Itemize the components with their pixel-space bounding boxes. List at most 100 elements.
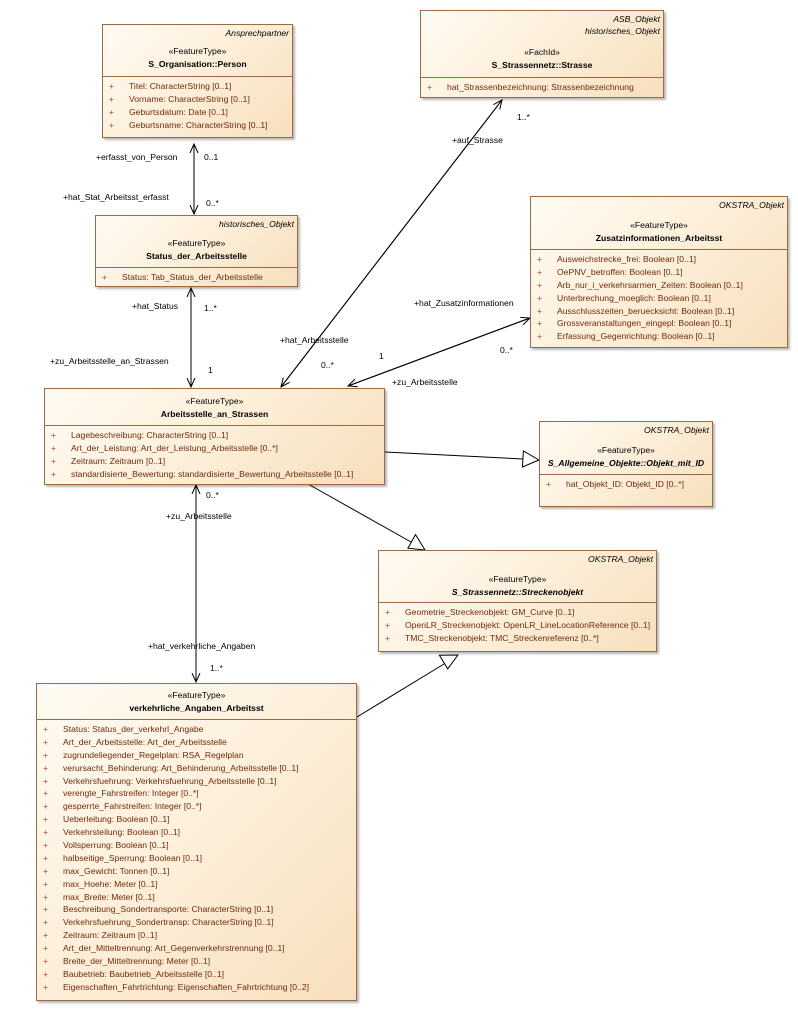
attribute: +Arb_nur_i_verkehrsarmen_Zeiten: Boolean… (537, 279, 743, 290)
class-streckenobjekt-stereotype: «FeatureType» (488, 574, 547, 584)
attribute: +OePNV_betroffen: Boolean [0..1] (537, 266, 683, 277)
class-person-tag: Ansprechpartner (225, 28, 289, 38)
mult-zu-arbeitsstelle: 0..* (206, 490, 219, 500)
class-strasse[interactable]: ASB_Objekt historisches_Objekt «FachId» … (420, 10, 664, 98)
attribute: +OpenLR_Streckenobjekt: OpenLR_LineLocat… (385, 619, 651, 630)
attribute: +Geburtsname: CharacterString [0..1] (109, 119, 268, 130)
attribute: +Zeitraum: Zeitraum [0..1] (51, 455, 166, 466)
class-person-name: S_Organisation::Person (148, 59, 247, 69)
mult-person: 0..1 (204, 152, 219, 162)
class-zusatzinformationen[interactable]: OKSTRA_Objekt «FeatureType» Zusatzinform… (530, 196, 788, 348)
generalization-triangle-streckenobjekt-2 (438, 654, 460, 670)
attribute: +Baubetrieb: Baubetrieb_Arbeitsstelle [0… (43, 968, 224, 979)
attribute: +Vorname: CharacterString [0..1] (109, 93, 250, 104)
class-status-tag: historisches_Objekt (219, 219, 294, 229)
class-objekt-mit-id-name: S_Allgemeine_Objekte::Objekt_mit_ID (547, 458, 705, 468)
mult-one-left: 1 (208, 365, 213, 375)
attribute: +hat_Objekt_ID: Objekt_ID [0..*] (546, 479, 684, 489)
class-status-name: Status_der_Arbeitsstelle (146, 251, 247, 261)
attribute: +Art_der_Arbeitsstelle: Art_der_Arbeitss… (43, 736, 227, 747)
class-person[interactable]: Ansprechpartner «FeatureType» S_Organisa… (102, 24, 293, 138)
attribute: +Erfassung_Gegenrichtung: Boolean [0..1] (537, 331, 715, 342)
attribute: +Vollsperrung: Boolean [0..1] (43, 840, 169, 851)
class-person-stereotype: «FeatureType» (168, 46, 227, 56)
assoc-arbeitsstelle-strasse-down (281, 99, 503, 387)
attribute: +standardisierte_Bewertung: standardisie… (51, 468, 354, 479)
class-strasse-tag2: historisches_Objekt (585, 26, 660, 36)
attribute: +Zeitraum: Zeitraum [0..1] (43, 930, 158, 941)
class-zusatz-tag: OKSTRA_Objekt (719, 200, 784, 210)
class-zusatz-name: Zusatzinformationen_Arbeitsst (595, 233, 723, 243)
attribute: +Verkehrsteilung: Boolean [0..1] (43, 827, 181, 838)
class-arbeitsstelle-an-strassen[interactable]: «FeatureType» Arbeitsstelle_an_Strassen … (44, 388, 385, 485)
label-hat-stat-arbeitsst-erfasst: +hat_Stat_Arbeitsst_erfasst (63, 192, 169, 202)
class-zusatz-stereotype: «FeatureType» (630, 220, 688, 230)
attribute: +Ueberleitung: Boolean [0..1] (43, 814, 170, 825)
attribute: +max_Breite: Meter [0..1] (43, 891, 155, 902)
generalization-arbeitsstelle-objekt-mit-id-line (384, 451, 524, 460)
attribute: +Lagebeschreibung: CharacterString [0..1… (51, 430, 229, 440)
attribute: +Status: Tab_Status_der_Arbeitsstelle (102, 272, 263, 282)
mult-strasse: 1..* (517, 112, 530, 122)
attribute: +Verkehrsfuehrung: Verkehrsfuehrung_Arbe… (43, 775, 277, 786)
class-verkehrlich-name: verkehrliche_Angaben_Arbeitsst (129, 703, 264, 713)
class-objekt-mit-id-stereotype: «FeatureType» (597, 445, 655, 455)
attribute: +Titel: CharacterString [0..1] (109, 81, 232, 91)
class-streckenobjekt[interactable]: OKSTRA_Objekt «FeatureType» S_Strassenne… (378, 550, 657, 652)
assoc-arbeitsstelle-zusatz-down (348, 317, 531, 386)
class-streckenobjekt-name: S_Strassennetz::Streckenobjekt (451, 587, 584, 597)
attribute: +verursacht_Behinderung: Art_Behinderung… (43, 762, 299, 773)
class-strasse-tag1: ASB_Objekt (613, 14, 660, 24)
generalization-triangle-objekt-mit-id (521, 450, 541, 468)
attribute: +hat_Strassenbezeichnung: Strassenbezeic… (427, 82, 634, 92)
generalization-arbeitsstelle-streckenobjekt-line (307, 483, 412, 543)
label-hat-zusatzinformationen: +hat_Zusatzinformationen (414, 298, 514, 308)
attribute: +Grossveranstaltungen_eingepl: Boolean [… (537, 318, 732, 329)
class-status-stereotype: «FeatureType» (167, 238, 226, 248)
label-auf-strasse: +auf_Strasse (452, 135, 503, 145)
attribute: +gesperrte_Fahrstreifen: Integer [0..*] (43, 801, 202, 812)
mult-verkehrliche-angaben: 1..* (210, 663, 223, 673)
attribute: +Geburtsdatum: Date [0..1] (109, 106, 228, 117)
attribute: +Ausweichstrecke_frei: Boolean [0..1] (537, 254, 697, 264)
mult-status-top: 0..* (206, 198, 219, 208)
label-hat-status: +hat_Status (132, 301, 179, 311)
label-zu-arbeitsstelle-bottom: +zu_Arbeitsstelle (166, 511, 232, 521)
attribute: +zugrundeliegender_Regelplan: RSA_Regelp… (43, 749, 244, 760)
attribute: +Verkehrsfuehrung_Sondertransp: Characte… (43, 917, 274, 928)
attribute: +Ausschlusszeiten_beruecksicht: Boolean … (537, 305, 735, 316)
attribute: +Geometrie_Streckenobjekt: GM_Curve [0..… (385, 607, 575, 617)
class-arbeitsstelle-stereotype: «FeatureType» (185, 396, 244, 406)
attribute: +Beschreibung_Sondertransporte: Characte… (43, 904, 274, 915)
class-arbeitsstelle-name: Arbeitsstelle_an_Strassen (160, 409, 269, 419)
attribute: +max_Hoehe: Meter [0..1] (43, 878, 158, 889)
class-strasse-stereotype: «FachId» (524, 47, 560, 57)
class-strasse-name: S_Strassennetz::Strasse (491, 60, 593, 70)
generalization-verkehrl-streckenobjekt-line (356, 663, 445, 718)
attribute: +Art_der_Mitteltrennung: Art_Gegenverkeh… (43, 943, 285, 954)
attribute: +Unterbrechung_moeglich: Boolean [0..1] (537, 292, 711, 303)
mult-one-right: 1 (379, 351, 384, 361)
class-verkehrlich-stereotype: «FeatureType» (167, 690, 226, 700)
attribute: +verengte_Fahrstreifen: Integer [0..*] (43, 788, 199, 799)
class-streckenobjekt-tag: OKSTRA_Objekt (588, 554, 653, 564)
generalization-triangle-streckenobjekt-1 (407, 533, 426, 551)
attribute: +Art_der_Leistung: Art_der_Leistung_Arbe… (51, 442, 278, 453)
label-zu-arbeitsstelle-an-strassen: +zu_Arbeitsstelle_an_Strassen (50, 356, 169, 366)
attribute: +max_Gewicht: Tonnen [0..1] (43, 865, 170, 876)
class-status-der-arbeitsstelle[interactable]: historisches_Objekt «FeatureType» Status… (95, 215, 298, 287)
class-objekt-mit-id-tag: OKSTRA_Objekt (644, 425, 709, 435)
attribute: +halbseitige_Sperrung: Boolean [0..1] (43, 852, 203, 863)
label-erfasst-von-person: +erfasst_von_Person (96, 152, 178, 162)
label-hat-verkehrliche-angaben: +hat_verkehrliche_Angaben (148, 641, 256, 651)
attribute: +Breite_der_Mitteltrennung: Meter [0..1] (43, 956, 211, 967)
mult-hat-status: 1..* (204, 303, 217, 313)
class-verkehrliche-angaben[interactable]: «FeatureType» verkehrliche_Angaben_Arbei… (36, 683, 357, 1001)
mult-zusatz: 0..* (500, 345, 513, 355)
label-zu-arbeitsstelle-right: +zu_Arbeitsstelle (392, 377, 458, 387)
class-objekt-mit-id[interactable]: OKSTRA_Objekt «FeatureType» S_Allgemeine… (539, 421, 713, 507)
attribute: +TMC_Streckenobjekt: TMC_Streckenreferen… (385, 632, 599, 643)
attribute: +Eigenschaften_Fahrtrichtung: Eigenschaf… (43, 981, 310, 992)
mult-hat-arbeitsstelle: 0..* (321, 360, 334, 370)
